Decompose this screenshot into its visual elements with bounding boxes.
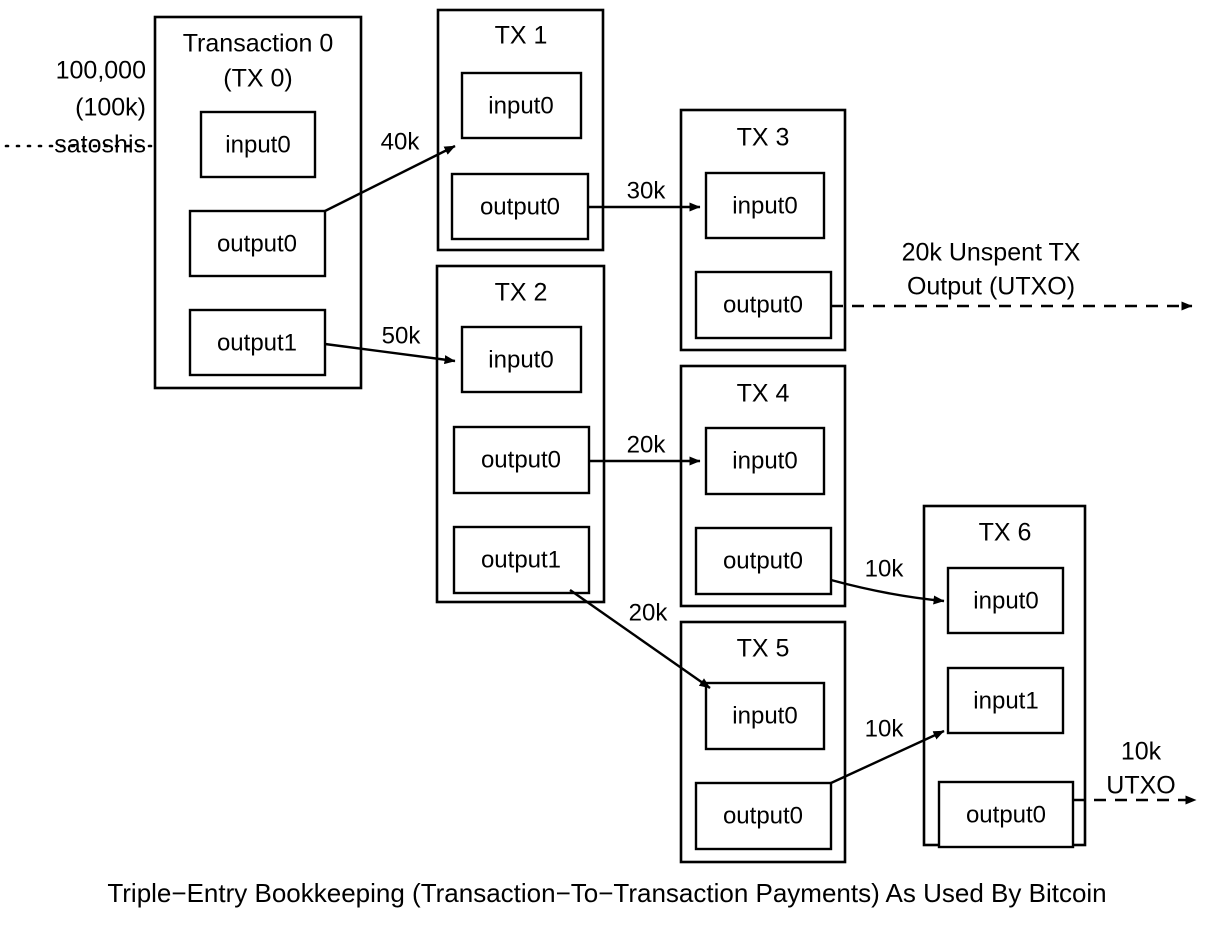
flow-label-20k-tx2out0: 20k bbox=[627, 431, 667, 458]
utxo-label-tx6-line1: 10k bbox=[1121, 738, 1162, 766]
tx0-title-line1: Transaction 0 bbox=[183, 30, 334, 58]
utxo-label-tx3-line1: 20k Unspent TX bbox=[902, 239, 1081, 267]
source-amount-line2: (100k) bbox=[75, 94, 146, 122]
tx0-output1-label: output1 bbox=[217, 329, 297, 356]
tx4-title: TX 4 bbox=[737, 380, 790, 408]
tx6-input0-box[interactable] bbox=[946, 566, 1065, 635]
flow-tx0out0-to-tx1in0 bbox=[324, 144, 456, 213]
flow-tx5out0-to-tx6in1 bbox=[830, 729, 945, 785]
flow-label-20k-tx2out1: 20k bbox=[629, 599, 669, 626]
tx1-title: TX 1 bbox=[495, 22, 548, 50]
source-amount-line1: 100,000 bbox=[56, 57, 146, 85]
tx5-title: TX 5 bbox=[737, 635, 790, 663]
tx6-input0-label: input0 bbox=[973, 587, 1038, 614]
tx2-title: TX 2 bbox=[495, 279, 548, 307]
tx3-title: TX 3 bbox=[737, 124, 790, 152]
transaction-tx2[interactable]: TX 2 input0 output0 output1 bbox=[435, 264, 606, 604]
tx2-input0-label: input0 bbox=[488, 346, 553, 373]
tx5-output0-box[interactable] bbox=[694, 781, 833, 851]
tx4-input0-box[interactable] bbox=[704, 426, 826, 496]
flow-label-40k: 40k bbox=[381, 128, 421, 155]
tx0-output1-box[interactable] bbox=[188, 308, 327, 377]
tx0-output0-label: output0 bbox=[217, 230, 297, 257]
tx4-output0-label: output0 bbox=[723, 547, 803, 574]
tx6-output0-box[interactable] bbox=[937, 780, 1075, 849]
transaction-tx5[interactable]: TX 5 input0 output0 bbox=[679, 620, 847, 864]
tx1-output0-box[interactable] bbox=[450, 172, 590, 241]
tx2-output1-box[interactable] bbox=[452, 525, 591, 595]
tx0-title-line2: (TX 0) bbox=[223, 65, 292, 93]
tx6-title: TX 6 bbox=[979, 519, 1032, 547]
tx1-output0-label: output0 bbox=[480, 193, 560, 220]
flow-label-10k-tx4: 10k bbox=[865, 555, 905, 582]
source-amount-line3: satoshis bbox=[54, 131, 146, 159]
flow-tx4out0-to-tx6in0 bbox=[830, 578, 945, 605]
flow-tx2out1-to-tx5in0 bbox=[569, 589, 711, 689]
flow-label-30k-tx1: 30k bbox=[627, 177, 667, 204]
tx6-input1-box[interactable] bbox=[946, 666, 1065, 735]
transaction-tx4[interactable]: TX 4 input0 output0 bbox=[679, 364, 847, 608]
tx5-output0-label: output0 bbox=[723, 802, 803, 829]
tx6-output0-label: output0 bbox=[966, 801, 1046, 828]
tx2-output1-label: output1 bbox=[481, 546, 561, 573]
tx0-input0-label: input0 bbox=[225, 131, 290, 158]
tx2-output0-label: output0 bbox=[481, 446, 561, 473]
tx5-input0-label: input0 bbox=[732, 702, 797, 729]
tx3-output0-label: output0 bbox=[723, 291, 803, 318]
source-amount-label: 100,000 (100k) satoshis bbox=[54, 57, 146, 159]
utxo-label-tx6-line2: UTXO bbox=[1106, 772, 1175, 800]
transaction-tx0[interactable]: Transaction 0 (TX 0) input0 output0 outp… bbox=[153, 15, 363, 390]
tx6-input1-label: input1 bbox=[973, 687, 1038, 714]
flow-label-50k: 50k bbox=[382, 322, 422, 349]
flow-tx0out1-to-tx2in0 bbox=[324, 342, 456, 365]
utxo-label-tx3-line2: Output (UTXO) bbox=[907, 273, 1075, 301]
tx4-input0-label: input0 bbox=[732, 447, 797, 474]
transaction-tx6[interactable]: TX 6 input0 input1 output0 bbox=[922, 504, 1087, 849]
tx3-input0-box[interactable] bbox=[704, 171, 826, 240]
diagram-caption: Triple−Entry Bookkeeping (Transaction−To… bbox=[107, 878, 1106, 908]
tx0-input0-box[interactable] bbox=[199, 110, 317, 179]
tx3-input0-label: input0 bbox=[732, 192, 797, 219]
tx0-output0-box[interactable] bbox=[188, 209, 327, 278]
transaction-tx1[interactable]: TX 1 input0 output0 bbox=[436, 8, 605, 252]
tx2-input0-box[interactable] bbox=[460, 325, 583, 394]
tx5-input0-box[interactable] bbox=[704, 681, 826, 751]
tx1-input0-box[interactable] bbox=[460, 71, 583, 140]
tx1-input0-label: input0 bbox=[488, 92, 553, 119]
tx4-output0-box[interactable] bbox=[694, 526, 833, 596]
flow-label-10k-tx5: 10k bbox=[865, 715, 905, 742]
transaction-tx3[interactable]: TX 3 input0 output0 bbox=[679, 108, 847, 352]
